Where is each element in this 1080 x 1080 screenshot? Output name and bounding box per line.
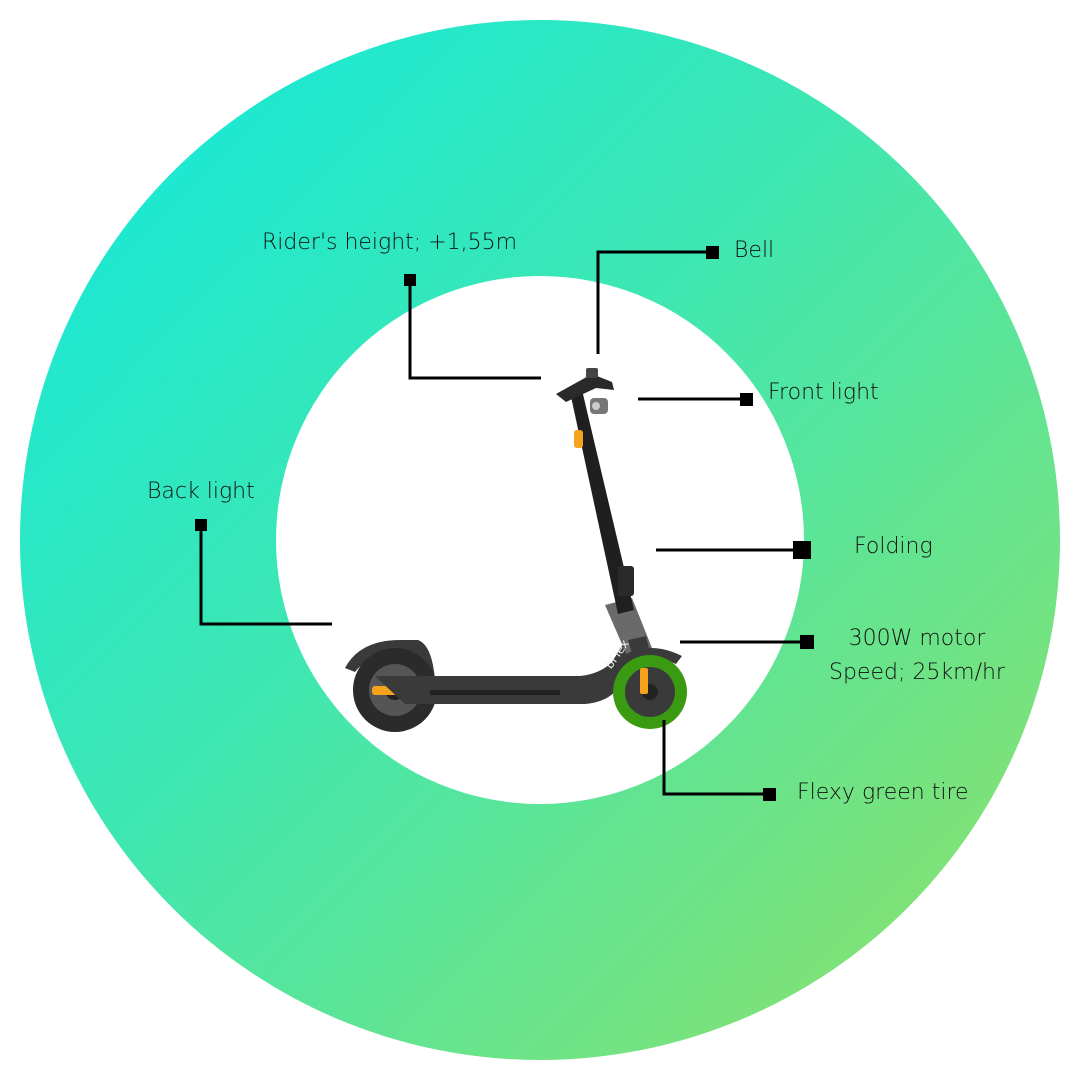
leader-rider-height (408, 280, 541, 380)
marker-folding (793, 541, 811, 559)
marker-front-light (740, 393, 753, 406)
label-tire: Flexy green tire (797, 780, 969, 805)
marker-motor (800, 635, 814, 649)
label-folding: Folding (854, 534, 933, 559)
leader-tire (662, 720, 769, 796)
label-front-light: Front light (768, 380, 879, 405)
ring-inner-hole (276, 276, 804, 804)
marker-rider-height (404, 274, 416, 286)
label-rider-height: Rider's height; +1,55m (262, 230, 518, 255)
label-motor: 300W motor (848, 626, 986, 651)
rear-fender (345, 640, 435, 682)
label-motor-block: 300W motor Speed; 25km/hr (822, 626, 1012, 687)
label-back-light: Back light (147, 479, 255, 504)
scooter-deck (375, 636, 642, 704)
marker-tire (763, 788, 776, 801)
marker-back-light (195, 519, 207, 531)
scooter-illustration: bFlex (345, 368, 687, 732)
leader-back-light (199, 525, 332, 626)
label-bell: Bell (734, 238, 775, 263)
marker-bell (706, 246, 719, 259)
leader-bell (596, 250, 712, 354)
leader-lines (199, 250, 806, 796)
leader-markers (195, 246, 814, 801)
label-speed: Speed; 25km/hr (829, 660, 1005, 686)
folding-latch (618, 566, 634, 596)
scooter-stem (570, 390, 634, 614)
stem-orange-marker (574, 430, 583, 448)
fork-orange-marker (640, 668, 648, 694)
handlebar (556, 374, 614, 402)
